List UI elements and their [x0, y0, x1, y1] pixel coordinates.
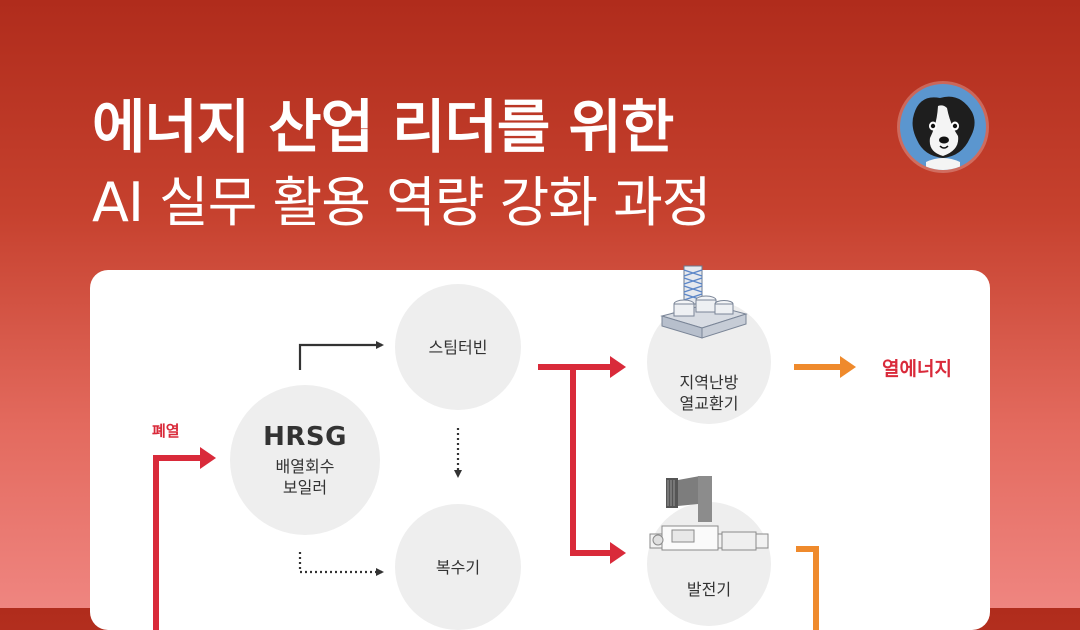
waste-heat-label: 폐열: [152, 422, 180, 440]
condenser-node: 복수기: [395, 504, 521, 630]
tank-icon: [660, 295, 748, 339]
steam-turbine-node: 스팀터빈: [395, 284, 521, 410]
steam-turbine-label: 스팀터빈: [428, 337, 488, 357]
hrsg-node: HRSG 배열회수 보일러: [230, 385, 380, 535]
condenser-label: 복수기: [435, 557, 481, 577]
generator-illustration: [649, 476, 769, 551]
diagram-card: HRSG 배열회수 보일러 스팀터빈 복수기 지역난방 열교환기 발전기: [90, 265, 990, 630]
hrsg-to-condenser-arrow: [298, 552, 384, 576]
heat-energy-arrow: [794, 356, 856, 378]
generator-label: 발전기: [686, 580, 732, 599]
dog-avatar-icon: [912, 96, 975, 170]
title-line-2: AI 실무 활용 역량 강화 과정: [92, 171, 711, 234]
hrsg-line-2: 보일러: [282, 478, 328, 497]
generator-node: 발전기: [647, 502, 771, 626]
flow-arrows: [153, 341, 856, 630]
exhaust-duct-icon: [666, 476, 712, 522]
district-heating-line-2: 열교환기: [679, 394, 739, 413]
avatar: [900, 84, 986, 170]
heat-exchanger-illustration: [660, 265, 748, 339]
hrsg-title: HRSG: [263, 422, 347, 452]
turbine-output-arrows: [538, 356, 626, 564]
hrsg-line-1: 배열회수: [275, 457, 335, 476]
turbine-generator-icon: [649, 525, 769, 551]
district-heating-line-1: 지역난방: [679, 373, 739, 392]
generator-output-line: [796, 546, 819, 630]
hrsg-to-turbine-arrow: [298, 341, 384, 370]
waste-heat-arrow: [153, 447, 216, 630]
title-line-1: 에너지 산업 리더를 위한: [92, 93, 674, 161]
heat-energy-label: 열에너지: [882, 358, 952, 380]
